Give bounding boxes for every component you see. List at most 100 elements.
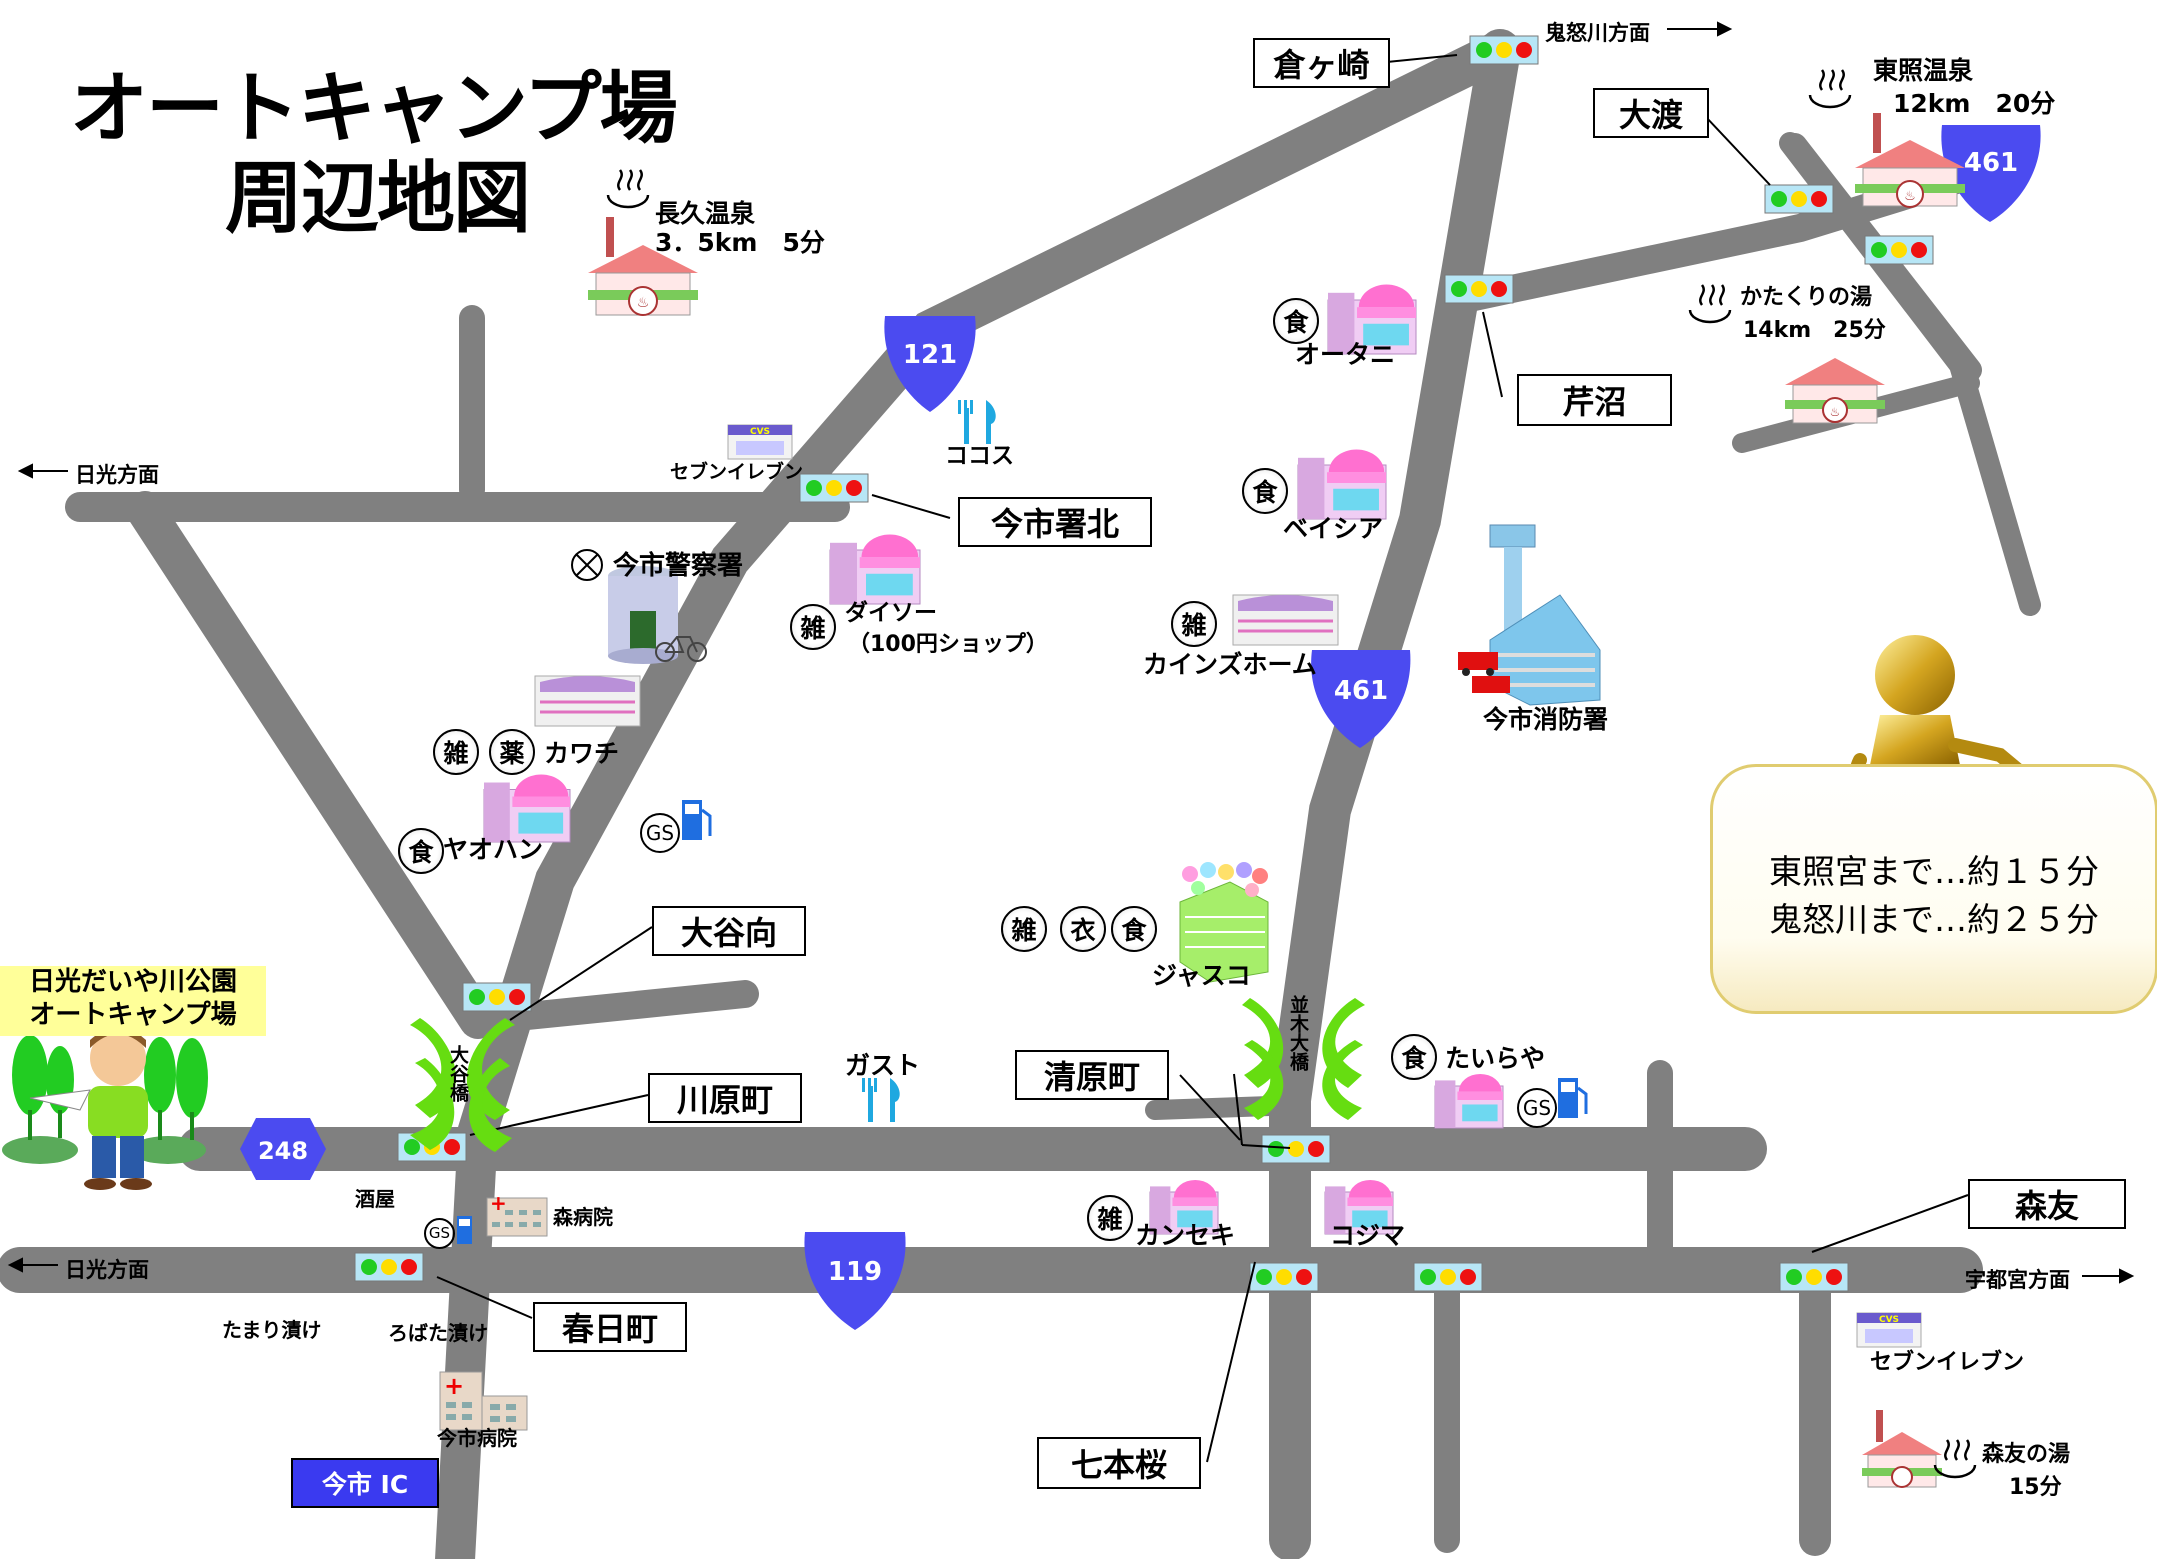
svg-text:248: 248 bbox=[258, 1137, 308, 1165]
badge-taira-food: 食 bbox=[1391, 1034, 1437, 1080]
beisia-label: ベイシア bbox=[1283, 514, 1384, 543]
moritomo-onsen-name: 森友の湯 bbox=[1982, 1442, 2071, 1467]
traffic-signals bbox=[354, 35, 1934, 1292]
cvs-building-2: CVS bbox=[1856, 1312, 1922, 1348]
nagahisa-onsen-label: 長久温泉 3．5km 5分 bbox=[655, 199, 825, 258]
intersection-serinuma: 芹沼 bbox=[1517, 374, 1672, 426]
badge-kawachi-drug: 薬 bbox=[489, 729, 535, 775]
moritomo-onsen-info: 15分 bbox=[2009, 1475, 2062, 1500]
badge-cainz-misc: 雑 bbox=[1171, 601, 1217, 647]
svg-text:+: + bbox=[490, 1191, 507, 1215]
signal-shichihonzakura bbox=[1249, 1262, 1319, 1292]
intersection-imaichi-shokita: 今市署北 bbox=[958, 497, 1152, 547]
camper-kid-illustration bbox=[2, 1027, 208, 1190]
badge-beisia-food: 食 bbox=[1242, 468, 1288, 514]
cainz-building bbox=[1232, 594, 1339, 646]
badge-daiso-misc: 雑 bbox=[790, 604, 836, 650]
signal-kuragasaki bbox=[1469, 35, 1539, 65]
nagahisa-onsen-info: 3．5km 5分 bbox=[655, 227, 825, 257]
jusco-building bbox=[1179, 862, 1269, 983]
namiki-bridge-label: 並木大橋 bbox=[1287, 995, 1309, 1071]
route-461-center-shield: 461 bbox=[1311, 650, 1411, 748]
cocos-restaurant-icon bbox=[958, 400, 996, 444]
kawachi-building bbox=[534, 675, 641, 727]
signal-kiyoharacho bbox=[1261, 1134, 1331, 1164]
kanseki-building bbox=[1149, 1179, 1219, 1235]
gs-badge-1: GS bbox=[640, 813, 680, 853]
badge-jusco-food: 食 bbox=[1111, 906, 1157, 952]
daiso-label: ダイソー bbox=[845, 600, 937, 626]
toshogu-onsen-info: 12km 20分 bbox=[1893, 89, 2056, 118]
seven-eleven-label-2: セブンイレブン bbox=[1870, 1350, 2025, 1375]
gs-badge-3: GS bbox=[424, 1218, 455, 1249]
campground-name-line1: 日光だいや川公園 bbox=[28, 967, 237, 997]
route-121-shield: 121 bbox=[884, 316, 976, 412]
intersection-kiyoharacho: 清原町 bbox=[1015, 1050, 1169, 1100]
campground-label: 日光だいや川公園 オートキャンプ場 bbox=[0, 966, 266, 1036]
gusto-label: ガスト bbox=[845, 1051, 921, 1080]
intersection-owatari: 大渡 bbox=[1593, 88, 1709, 138]
road-121 bbox=[435, 30, 1520, 1559]
signal-imaichi-shokita bbox=[799, 473, 869, 503]
signal-owatari bbox=[1764, 184, 1834, 214]
direction-kinugawa: 鬼怒川方面 bbox=[1545, 21, 1650, 45]
katakuri-onsen-info: 14km 25分 bbox=[1743, 318, 1886, 343]
otani-bridge-icon bbox=[410, 1018, 515, 1152]
mori-hospital-building: + bbox=[486, 1191, 548, 1237]
map-title-line2: 周辺地図 bbox=[225, 154, 531, 244]
badge-otani-food: 食 bbox=[1273, 298, 1319, 344]
badge-jusco-misc: 雑 bbox=[1001, 906, 1047, 952]
yaohan-label: ヤオハン bbox=[443, 835, 544, 864]
onsen-steam-icons bbox=[606, 69, 1977, 1479]
bicycle-icon bbox=[655, 636, 707, 662]
toshogu-onsen-building: ♨ bbox=[1855, 113, 1965, 208]
svg-text:♨: ♨ bbox=[1904, 189, 1916, 204]
info-line-toshogu: 東照宮まで…約１５分 bbox=[1769, 852, 2099, 891]
direction-nikko-upper: 日光方面 bbox=[75, 463, 159, 487]
intersection-kasugacho: 春日町 bbox=[533, 1302, 687, 1352]
beisia-building bbox=[1297, 449, 1387, 520]
svg-text:461: 461 bbox=[1334, 676, 1388, 706]
shop-buildings bbox=[483, 284, 1504, 1235]
travel-time-info-box: 東照宮まで…約１５分 鬼怒川まで…約２５分 bbox=[1710, 764, 2157, 1014]
route-461-upper-shield: 461 bbox=[1941, 125, 2041, 222]
signal-kasugacho bbox=[354, 1252, 424, 1282]
katakuri-onsen-building: ♨ bbox=[1785, 358, 1885, 424]
sakaya-label: 酒屋 bbox=[355, 1187, 395, 1211]
kawachi-label: カワチ bbox=[544, 739, 620, 768]
tamari-label: たまり漬け bbox=[222, 1318, 322, 1342]
namiki-bridge-icon bbox=[1242, 998, 1365, 1120]
gs-badge-2: GS bbox=[1517, 1088, 1557, 1128]
gas-pump-icon-3 bbox=[457, 1216, 472, 1244]
route-248-shield: 248 bbox=[240, 1118, 326, 1180]
svg-text:CVS: CVS bbox=[750, 427, 770, 437]
badge-yaohan-food: 食 bbox=[398, 828, 444, 874]
kojima-label: コジマ bbox=[1330, 1221, 1406, 1250]
gas-pump-icon-1 bbox=[682, 800, 712, 840]
badge-kanseki-misc: 雑 bbox=[1087, 1195, 1133, 1241]
daiso-building bbox=[829, 534, 921, 605]
cainz-label: カインズホーム bbox=[1143, 650, 1317, 679]
badge-kawachi-misc: 雑 bbox=[433, 729, 479, 775]
signal-toshogu bbox=[1864, 235, 1934, 265]
leader-lines bbox=[436, 54, 1969, 1463]
otani-building bbox=[1327, 284, 1417, 355]
signal-serinuma bbox=[1444, 274, 1514, 304]
taira-label: たいらや bbox=[1445, 1044, 1546, 1073]
intersection-moritomo: 森友 bbox=[1968, 1179, 2126, 1229]
daiso-subtitle: （100円ショップ） bbox=[848, 632, 1048, 657]
kojima-building bbox=[1324, 1179, 1394, 1235]
svg-text:♨: ♨ bbox=[637, 295, 650, 311]
svg-text:121: 121 bbox=[903, 340, 957, 370]
road-oyamukai bbox=[474, 980, 759, 1034]
otani-label: オータニ bbox=[1295, 340, 1396, 369]
otani-bridge-label: 大谷橋 bbox=[447, 1045, 469, 1102]
moritomo-onsen-building bbox=[1862, 1410, 1942, 1488]
mori-hospital-label: 森病院 bbox=[553, 1205, 613, 1229]
info-line-kinugawa: 鬼怒川まで…約２５分 bbox=[1769, 900, 2099, 939]
signal-moritomo bbox=[1779, 1262, 1849, 1292]
campground-name-line2: オートキャンプ場 bbox=[29, 1000, 237, 1030]
direction-arrows bbox=[7, 21, 2135, 1284]
road-left-diagonal bbox=[126, 491, 497, 1039]
imaichi-hospital-building: + bbox=[439, 1371, 528, 1431]
